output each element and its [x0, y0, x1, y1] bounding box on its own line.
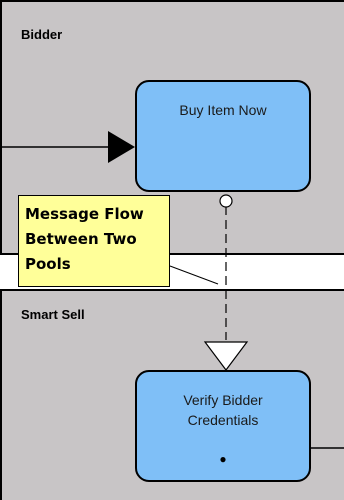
- task-label-verify-bidder-credentials: Verify Bidder Credentials: [183, 392, 263, 428]
- task-label-buy-item-now: Buy Item Now: [179, 102, 267, 118]
- pin-icon: ●: [219, 452, 227, 466]
- task-verify-bidder-credentials[interactable]: Verify Bidder Credentials ●: [135, 370, 311, 482]
- task-buy-item-now[interactable]: Buy Item Now: [135, 80, 311, 192]
- pool-label-smart-sell: Smart Sell: [21, 307, 85, 322]
- annotation-association-line: [169, 265, 219, 285]
- text-annotation-message-flow[interactable]: Message Flow Between Two Pools: [18, 195, 170, 287]
- pool-label-bidder: Bidder: [21, 27, 63, 42]
